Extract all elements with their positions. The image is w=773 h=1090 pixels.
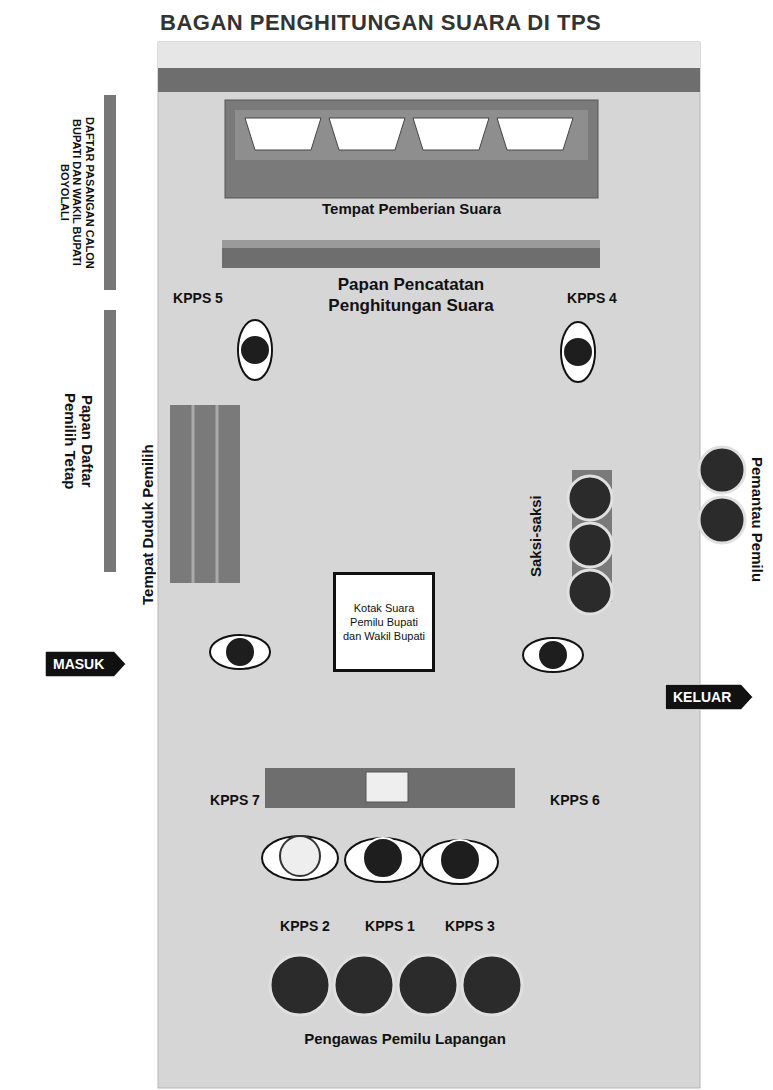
kpps-label: KPPS 7 — [210, 792, 260, 808]
witness-label: Saksi-saksi — [527, 470, 544, 602]
bench-label: Tempat Duduk Pemilih — [139, 405, 156, 645]
node-label: Papan Daftar Pemilih Tetap — [62, 371, 97, 511]
node-label: Papan Pencatatan Penghitungan Suara — [291, 274, 531, 317]
tally-board — [222, 240, 600, 268]
kpps-label: KPPS 2 — [280, 918, 330, 934]
kpps-person — [238, 320, 272, 380]
witness-group — [568, 470, 612, 614]
candidate-board — [104, 95, 116, 290]
kpps-person — [523, 638, 583, 672]
wall-strip — [158, 42, 700, 68]
supervisor-label: Pengawas Pemilu Lapangan — [304, 1030, 506, 1047]
node-label: DAFTAR PASANGAN CALON BUPATI DAN WAKIL B… — [58, 99, 96, 287]
voter-list-board — [104, 310, 116, 572]
ballot-box: Kotak Suara Pemilu Bupati dan Wakil Bupa… — [333, 572, 435, 672]
node-label: KELUAR — [673, 689, 731, 705]
node-label: Kotak Suara Pemilu Bupati dan Wakil Bupa… — [342, 601, 426, 644]
kpps-person — [422, 840, 498, 884]
kpps-person — [345, 838, 421, 882]
observer-label: Pemantau Pemilu — [749, 400, 766, 640]
voting-booths — [225, 100, 598, 198]
wall-band — [158, 68, 700, 92]
kpps-label: KPPS 3 — [445, 918, 495, 934]
voter-benches — [170, 405, 240, 583]
exit-sign: KELUAR — [665, 684, 753, 710]
diagram-title: BAGAN PENGHITUNGAN SUARA DI TPS — [160, 10, 601, 36]
room-floor — [158, 42, 700, 1088]
tally-board: Papan Pencatatan Penghitungan Suara — [222, 240, 600, 317]
observer-group — [699, 447, 745, 543]
kpps-label: KPPS 6 — [550, 792, 600, 808]
kpps-person — [561, 322, 595, 382]
officials-table — [265, 768, 515, 808]
voter-list-board: Papan Daftar Pemilih Tetap — [4, 310, 102, 572]
voting-area: Tempat Pemberian Suara — [225, 100, 598, 219]
node-label: Tempat Pemberian Suara — [322, 200, 501, 219]
entrance-sign: MASUK — [45, 651, 126, 677]
kpps-label: KPPS 1 — [365, 918, 415, 934]
kpps-label: KPPS 4 — [567, 290, 617, 306]
kpps-label: KPPS 5 — [173, 290, 223, 306]
candidate-board: DAFTAR PASANGAN CALON BUPATI DAN WAKIL B… — [4, 95, 102, 290]
node-label: MASUK — [53, 656, 104, 672]
kpps-person — [262, 836, 338, 880]
kpps-person — [210, 635, 270, 669]
supervisor-group — [270, 955, 522, 1015]
